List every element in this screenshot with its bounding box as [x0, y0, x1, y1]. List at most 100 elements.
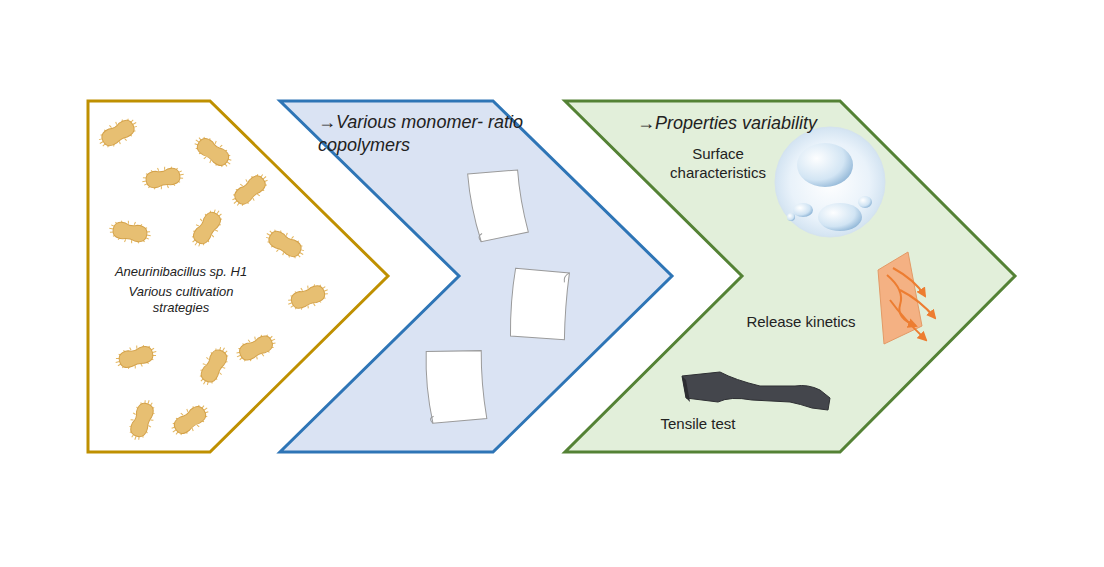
bacterium	[107, 218, 152, 247]
bacterium-hair	[300, 253, 303, 255]
bacterium-hair	[158, 168, 159, 171]
bacterium-hair	[133, 413, 136, 415]
bacterium-body	[171, 404, 208, 437]
bacterium-hair	[192, 428, 194, 431]
release-film-picture	[878, 252, 935, 344]
bacterium-hair	[141, 364, 142, 367]
bacterium-hair	[313, 303, 315, 306]
bacterium-hair	[135, 365, 136, 368]
bacterium-body	[237, 333, 275, 362]
bacterium	[186, 205, 228, 252]
bacterium-hair	[152, 352, 156, 353]
bacterium-hair	[263, 177, 266, 180]
bacterium-hair	[115, 122, 117, 125]
film-sheets	[425, 167, 571, 424]
bacterium	[113, 341, 159, 373]
bacterium	[125, 397, 160, 444]
bacterium-hair	[119, 141, 121, 144]
bacterium-body	[266, 228, 304, 259]
bacterium-hair	[248, 339, 250, 342]
bacterium-hair	[186, 409, 188, 412]
bacterium-body	[194, 136, 231, 169]
panel-heading: →Various monomer- ratio copolymers	[318, 111, 528, 156]
bacterium-hair	[291, 236, 293, 239]
bacterium-hair	[196, 140, 199, 142]
panel-heading: Aneurinibacillus sp. H1	[106, 264, 256, 280]
bacterium-hair	[271, 339, 275, 341]
bacterium-hair	[240, 184, 242, 187]
bacterium-hair	[211, 235, 214, 237]
bacterium-hair	[286, 233, 288, 236]
bacterium-hair	[147, 234, 151, 236]
bacterium-hair	[181, 413, 183, 416]
bacterium-hair	[276, 249, 278, 252]
bacterium	[227, 168, 273, 212]
bacterium-hair	[135, 436, 136, 440]
bacterium-hair	[100, 142, 103, 144]
bacterium-hair	[128, 221, 129, 224]
bacterium-hair	[220, 145, 222, 148]
bacterium-hair	[215, 230, 218, 232]
bacterium-body	[117, 345, 154, 369]
bacterium-hair	[223, 348, 225, 351]
bacterium-hair	[301, 288, 303, 291]
bacterium-hair	[136, 346, 137, 349]
bacterium-body	[289, 284, 326, 311]
panel-label: Surface characteristics	[658, 145, 778, 183]
bacterium-hair	[209, 160, 211, 163]
bacterium-hair	[206, 357, 209, 359]
bacteria-illustration	[94, 113, 331, 443]
bacterium-hair	[262, 354, 264, 357]
bacterium-hair	[204, 408, 207, 410]
bacterium	[140, 164, 185, 193]
bacterium-body	[112, 221, 148, 243]
panel-label: Various cultivation strategies	[106, 284, 256, 317]
bacterium-body	[145, 167, 181, 189]
bacterium-body	[198, 347, 229, 385]
bacterium	[194, 342, 234, 389]
bacterium-hair	[116, 361, 120, 362]
bacterium-hair	[150, 419, 153, 421]
bacterium-hair	[257, 194, 259, 197]
bacterium-body	[191, 209, 224, 246]
bacterium-hair	[134, 222, 135, 225]
water-droplet-picture	[775, 127, 885, 237]
bacterium	[94, 113, 141, 153]
bacterium-hair	[131, 419, 134, 421]
bacterium-hair	[215, 141, 217, 144]
panel-label: Release kinetics	[731, 313, 871, 332]
bacterium-hair	[124, 138, 126, 141]
bacterium-hair	[142, 180, 146, 182]
bacterium-hair	[167, 185, 168, 188]
bacterium	[167, 399, 214, 441]
bacterium-hair	[197, 424, 199, 427]
bacterium-body	[99, 117, 137, 148]
bacterium-hair	[148, 425, 151, 427]
bacterium-hair	[307, 305, 309, 308]
bacterium-hair	[164, 167, 165, 170]
bacterium-hair	[125, 239, 126, 242]
bacterium-body	[232, 173, 268, 207]
bacterium-hair	[267, 234, 270, 236]
bacterium-hair	[254, 337, 256, 340]
tensile-specimen	[682, 372, 830, 410]
chevron-polygon	[280, 101, 672, 452]
bacterium	[261, 224, 308, 264]
bacterium-hair	[234, 201, 237, 204]
bacterium-hair	[109, 125, 111, 128]
bacterium-hair	[204, 381, 206, 384]
bacterium-hair	[256, 356, 258, 359]
bacterium-body	[129, 401, 156, 438]
bacterium	[190, 131, 237, 173]
bacterium-hair	[200, 219, 203, 221]
bacterium-hair	[217, 211, 219, 214]
bacterium-hair	[203, 363, 206, 365]
bacterium-hair	[237, 355, 241, 357]
bacterium-hair	[288, 303, 292, 304]
bacterium-hair	[307, 286, 309, 289]
bacterium-hair	[195, 242, 197, 245]
bacterium	[232, 329, 279, 366]
bacterium-hair	[219, 372, 222, 374]
